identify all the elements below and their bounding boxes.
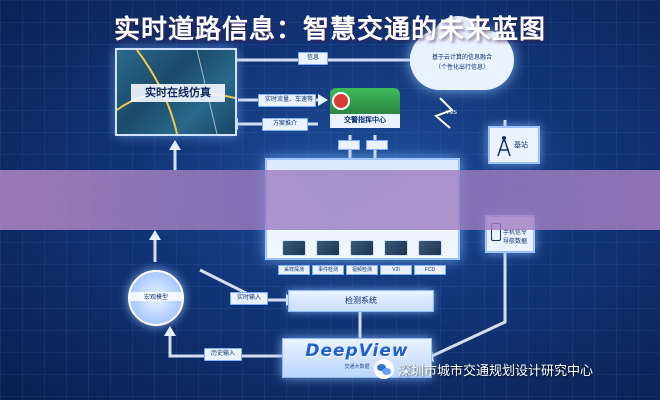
watermark: 深圳市城市交通规划设计研究中心 (374, 356, 593, 382)
simulation-panel: 实时在线仿真 (115, 48, 237, 136)
line-dv-macro (168, 336, 282, 358)
phone-line-1: 手机信令 (503, 230, 528, 236)
title-banner (0, 170, 660, 230)
sensor-label-1: 采样探测 (278, 265, 310, 275)
sim-panel-title: 实时在线仿真 (131, 84, 225, 102)
wireless-zigzag (434, 97, 454, 129)
strategy-tag: 方案推介 (262, 118, 308, 131)
page-title: 实时道路信息：智慧交通的未来蓝图 (113, 15, 546, 45)
phone-line-2: 导航数据 (503, 239, 528, 245)
cloud-text-2: （个性化出行信息） (434, 65, 489, 71)
police-badge-icon (332, 92, 350, 110)
deepview-box: DeepView 交通大数据 (282, 338, 432, 378)
sensor-image-5 (418, 240, 442, 256)
sensor-label-4: V2I (380, 265, 412, 275)
sensor-image-4 (384, 240, 408, 256)
macro-model-label: 宏观模型 (130, 292, 182, 301)
realtime-input-tag: 实时输入 (230, 292, 268, 305)
cloud-text-1: 基于云计算的信息融合 (431, 55, 492, 61)
command-center-label: 交警指挥中心 (330, 114, 400, 128)
sensor-image-1 (282, 240, 306, 256)
small-tag-1 (338, 140, 360, 150)
history-input-tag: 历史输入 (204, 348, 242, 361)
macro-model-globe: 宏观模型 (128, 270, 184, 326)
sensor-label-2: 事件检测 (312, 265, 344, 275)
deepview-logo: DeepView (305, 341, 409, 361)
sensor-image-3 (350, 240, 374, 256)
deepview-subtitle: 交通大数据 (344, 364, 370, 370)
watermark-text: 深圳市城市交通规划设计研究中心 (398, 362, 594, 378)
cloud-shape: 基于云计算的信息融合 （个性化出行信息） (410, 16, 514, 90)
sensor-label-3: 视频检测 (346, 265, 378, 275)
sensor-label-5: FCD (414, 265, 446, 275)
realtime-flow-tag: 实时流量、车速等 (258, 94, 316, 107)
command-center: 交警指挥中心 (330, 88, 400, 134)
vms-label: VMS (446, 110, 457, 116)
sensor-image-2 (316, 240, 340, 256)
base-station-label: 基站 (514, 142, 528, 149)
wechat-icon (374, 359, 394, 379)
base-station-card: 基站 (488, 126, 540, 164)
antenna-icon (497, 136, 511, 156)
detection-system-box: 检测系统 (288, 290, 434, 312)
small-tag-2 (366, 140, 388, 150)
line-phone-dv (431, 250, 507, 358)
info-tag: 信息 (298, 52, 328, 65)
